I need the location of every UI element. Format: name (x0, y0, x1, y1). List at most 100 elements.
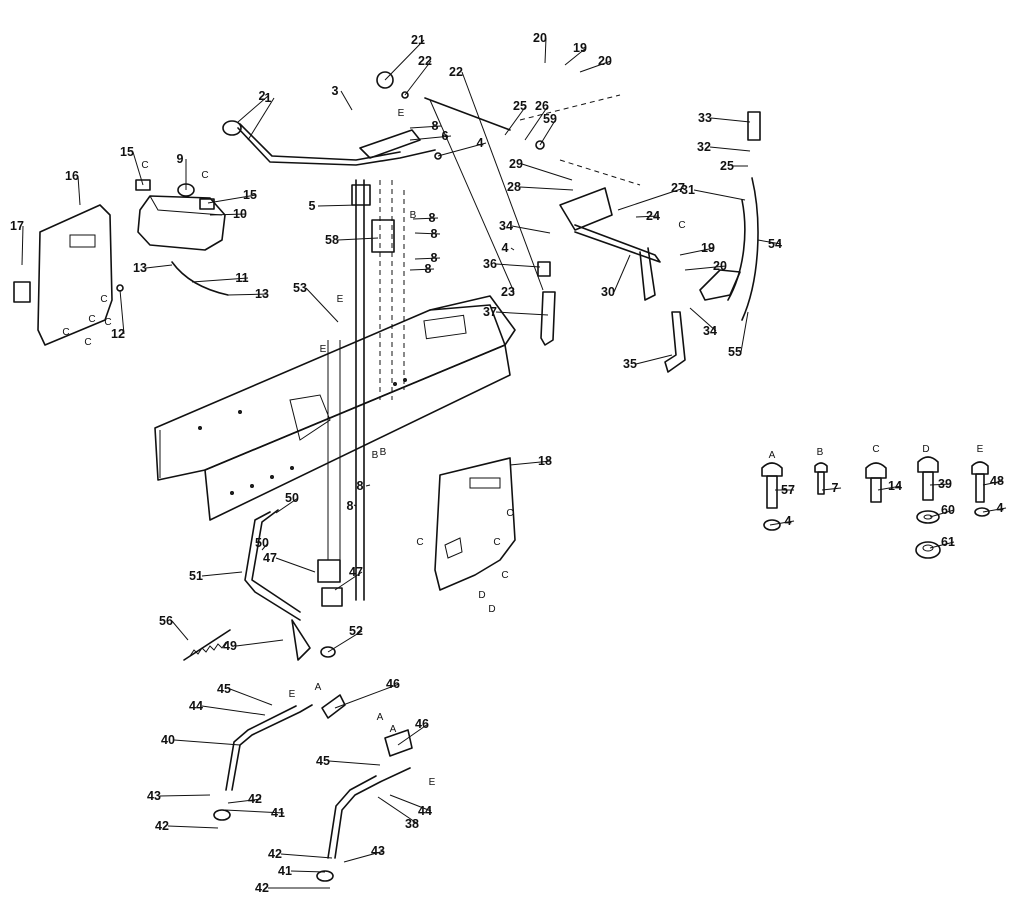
callout-14: 14 (888, 479, 902, 493)
callout-50: 50 (285, 491, 299, 505)
letter-mark-B: B (817, 447, 824, 458)
callout-13: 13 (255, 287, 269, 301)
callout-34: 34 (499, 219, 513, 233)
callout-40: 40 (161, 733, 175, 747)
letter-mark-C: C (506, 508, 513, 519)
callout-53: 53 (293, 281, 307, 295)
callout-leader-34 (689, 307, 717, 332)
callout-leader-23 (429, 99, 515, 293)
callout-leader-18 (509, 460, 552, 466)
callout-leader-20 (579, 60, 612, 73)
callout-leader-8 (409, 268, 435, 271)
callout-leader-40 (173, 739, 241, 746)
callout-leader-54 (757, 239, 782, 245)
letter-mark-A: A (769, 450, 776, 461)
callout-9: 9 (177, 152, 184, 166)
callout-1: 1 (265, 91, 272, 105)
callout-leader-16 (77, 175, 81, 206)
callout-50: 50 (255, 536, 269, 550)
callout-15: 15 (120, 145, 134, 159)
callout-leader-24 (635, 215, 660, 218)
pedal-linkage (376, 71, 761, 373)
callout-leader-8 (414, 257, 441, 260)
callout-4: 4 (785, 514, 792, 528)
callout-37: 37 (483, 305, 497, 319)
callout-leader-10 (209, 213, 247, 216)
bolt-e (971, 461, 990, 517)
callout-leader-44 (201, 705, 266, 716)
callout-38: 38 (405, 817, 419, 831)
callout-leader-52 (327, 630, 363, 653)
callout-58: 58 (325, 233, 339, 247)
callout-leader-22 (404, 60, 432, 96)
callout-42: 42 (248, 792, 262, 806)
callout-27: 27 (671, 181, 685, 195)
callout-leader-42 (167, 825, 219, 829)
callout-leader-29 (521, 163, 573, 181)
callout-leader-8 (365, 484, 371, 487)
callout-48: 48 (990, 474, 1004, 488)
letter-mark-C: C (84, 337, 91, 348)
callout-leader-26 (524, 105, 549, 141)
shift-lever (222, 120, 442, 166)
bolt-b (814, 462, 828, 495)
lever-38 (316, 729, 413, 882)
callout-leader-43 (159, 794, 211, 797)
callout-36: 36 (483, 257, 497, 271)
letter-mark-A: A (377, 712, 384, 723)
letter-mark-A: A (390, 724, 397, 735)
callout-8: 8 (357, 479, 364, 493)
letter-mark-E: E (337, 294, 344, 305)
callout-8: 8 (347, 499, 354, 513)
callout-leader-4 (510, 247, 515, 251)
callout-leader-15 (207, 194, 257, 204)
callout-leader-6 (409, 135, 452, 141)
callout-39: 39 (938, 477, 952, 491)
letter-mark-B: B (410, 210, 417, 221)
callout-leader-45 (229, 688, 273, 706)
callout-leader-4 (437, 142, 487, 157)
callout-leader-34 (511, 225, 551, 234)
callout-leader-47 (334, 571, 363, 591)
callout-32: 32 (697, 140, 711, 154)
callout-20: 20 (713, 259, 727, 273)
callout-leader-58 (337, 237, 379, 241)
callout-29: 29 (509, 157, 523, 171)
letter-mark-E: E (429, 777, 436, 788)
callout-11: 11 (235, 271, 248, 285)
callout-17: 17 (10, 219, 24, 233)
callout-44: 44 (418, 804, 432, 818)
callout-33: 33 (698, 111, 712, 125)
callout-4: 4 (997, 501, 1004, 515)
battery-box (135, 179, 229, 296)
callout-8: 8 (429, 211, 436, 225)
bolt-a (761, 462, 783, 531)
callout-47: 47 (263, 551, 277, 565)
callout-41: 41 (271, 806, 285, 820)
callout-leader-43 (343, 850, 385, 863)
callout-2: 2 (259, 89, 266, 103)
callout-leader-47 (275, 557, 316, 573)
control-column (317, 179, 405, 607)
callout-leader-37 (495, 311, 549, 316)
lever-40 (213, 694, 346, 821)
letter-mark-A: A (315, 682, 322, 693)
letter-mark-C: C (88, 314, 95, 325)
callout-20: 20 (598, 54, 612, 68)
callout-34: 34 (703, 324, 717, 338)
callout-44: 44 (189, 699, 203, 713)
callout-41: 41 (278, 864, 292, 878)
callout-leader-48 (982, 480, 1004, 486)
callout-leader-55 (740, 311, 749, 353)
callout-leader-31 (693, 189, 746, 201)
callout-56: 56 (159, 614, 173, 628)
callout-46: 46 (415, 717, 429, 731)
letter-mark-C: C (62, 327, 69, 338)
callout-leader-22 (461, 71, 544, 291)
callout-leader-39 (929, 483, 952, 486)
callout-leader-53 (305, 287, 339, 323)
callout-15: 15 (243, 188, 257, 202)
letter-mark-B: B (372, 450, 379, 461)
callout-leader-4 (769, 520, 795, 526)
